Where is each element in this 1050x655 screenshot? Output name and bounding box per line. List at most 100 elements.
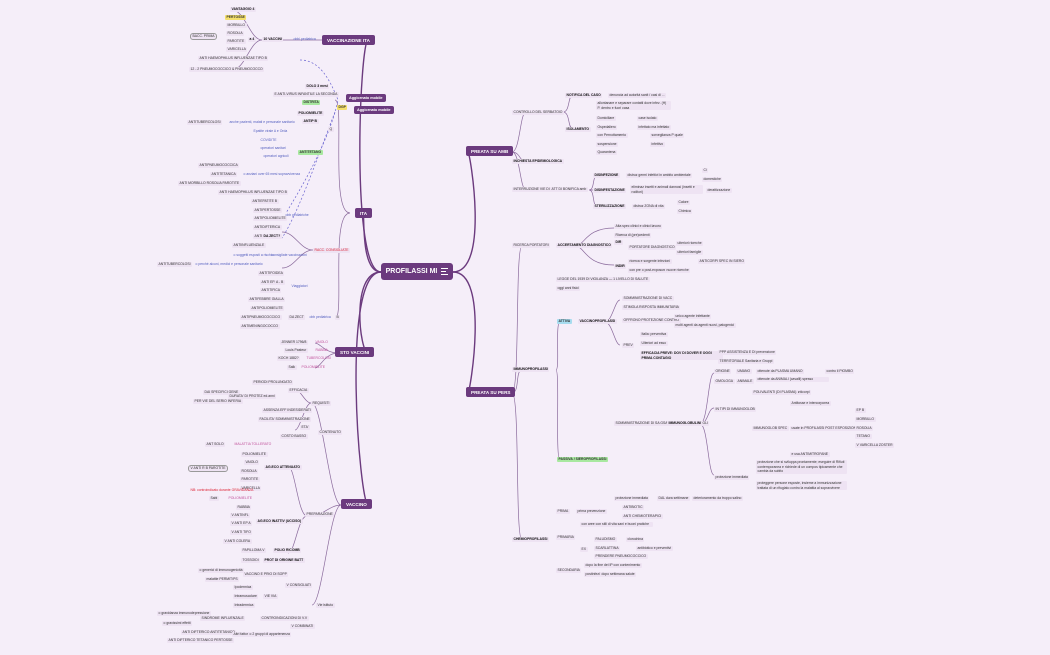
node-item[interactable]: PAROTITE (240, 477, 260, 482)
node-inchiesta[interactable]: INCHIESTA EPIDEMIOLOGICA (512, 159, 564, 164)
node-imm[interactable]: IMMUNOPROFILASSI (512, 367, 550, 372)
node-item[interactable]: VARICELLA (226, 47, 248, 52)
topic-vaccinazione-ita[interactable]: VACCINAZIONE ITA (322, 35, 375, 45)
node-item[interactable]: PAROTITE (226, 39, 246, 44)
node-item[interactable]: ANTICORPI SPEC IN SIERO (698, 259, 746, 264)
node-item[interactable]: Ospedaliero (596, 125, 618, 130)
node-item[interactable]: Intramuscolare (233, 594, 259, 599)
node-item[interactable]: protezione che si sviluppa prontamente; … (756, 460, 847, 474)
node-item[interactable]: MORBILLO (226, 23, 247, 28)
node-ex[interactable]: EX (580, 547, 588, 552)
node-poli[interactable]: POLIVALENTI (DI PLASMA) (752, 390, 798, 395)
node-ant[interactable]: ANT SOLO (205, 442, 226, 447)
node-notifica[interactable]: NOTIFICA DEL CASO (565, 93, 603, 98)
node-item[interactable]: allontanare e separare contatti dove inf… (596, 101, 671, 111)
node-interrupt-sub[interactable]: ATT DI BONIFICA amb (550, 187, 588, 192)
node-proto[interactable]: protezione immediata (714, 475, 750, 480)
node-item[interactable]: PRIMARIA (556, 535, 576, 540)
node-item[interactable]: con aree con stili di vita sani e buoni … (580, 522, 653, 527)
node-item[interactable]: ANTIPNEUMOCOCCICA (198, 163, 240, 168)
node-tag[interactable]: TUBERCOLOSI (306, 356, 331, 360)
node-item[interactable]: MORBILLO (855, 417, 876, 422)
node-item[interactable]: ulteriori ricerche (676, 241, 704, 246)
node-efficacia[interactable]: EFFICACIA PREVE: DOV DI DOVER E OGGI PRI… (640, 351, 723, 361)
node-item[interactable]: domestiche (702, 177, 723, 182)
node-item[interactable]: dopo settimana salute (600, 572, 637, 577)
node-attiva[interactable]: ATTIVA (557, 319, 572, 324)
node-item[interactable]: V VARICELLA ZOSTER (855, 443, 895, 448)
node-item[interactable]: ottenute da PLASMA UMANO (756, 369, 805, 374)
node-item[interactable]: operatori agricoli (263, 154, 289, 158)
node-item[interactable]: ROSOLIA (855, 426, 874, 431)
node-ucciso[interactable]: AG.ECO INATTIV (UCCISO) (256, 519, 303, 524)
node-item[interactable]: ANTI CHEMIOTERAPICI (622, 514, 663, 519)
node-item[interactable]: POLIOMIELITE (241, 452, 268, 457)
node-item[interactable]: ANTIEPATITE B (251, 199, 279, 204)
node-item[interactable]: VANTAGGIO 4 (230, 7, 256, 12)
node-item[interactable]: V ANTI TIFO (230, 530, 253, 535)
node-10-vaccini[interactable]: 10 VACCINI (262, 37, 284, 42)
node-item[interactable]: unico agente infettante (674, 314, 712, 319)
node-item[interactable]: ANTIPERTOSSE (253, 208, 283, 213)
node-a4[interactable]: a 4 (248, 37, 256, 42)
node-vivo[interactable]: AG.ECO ATTENUATO (264, 465, 302, 470)
node-item[interactable]: PALUDISMO (594, 537, 617, 542)
node-item[interactable]: PERIODI PROLUNGATO (252, 380, 294, 385)
node-item[interactable]: ANTIPOLIOMIELITE (253, 216, 288, 221)
node-req[interactable]: REQUISITI (311, 401, 331, 406)
node-tipo-imm[interactable]: IN TIPI DI IMMUNOGLOB (714, 407, 757, 412)
node-obb2[interactable]: obb pediatriche (285, 213, 309, 217)
node-item[interactable]: con pre o post-exposure (628, 268, 668, 273)
node-item[interactable]: molti agenti da agenti nuovi, patogenici (674, 323, 736, 328)
menu-icon[interactable] (441, 268, 449, 275)
node-bcg[interactable]: V ANTI R B PAROTITE (188, 465, 228, 472)
node-chemio[interactable]: CHEMIOPROFILASSI (512, 537, 549, 542)
node-item[interactable]: JENNER 1796/8 (280, 340, 308, 345)
node-item[interactable]: dopo la fine dei IP con contenimento (584, 563, 642, 568)
node-item[interactable]: ANTI HAEMOPHILUS INFLUENZAE TIPO B (198, 56, 269, 61)
node-origine[interactable]: ORIGINE (714, 369, 732, 374)
node-obb3[interactable]: DA ZECT (288, 315, 306, 320)
node-item[interactable]: OFFRONO PROTEZIONE CONTRO (622, 318, 681, 323)
node-bacc[interactable]: BACC. PRIMA (190, 33, 218, 40)
node-item[interactable]: Intradermica (233, 603, 255, 608)
node-item[interactable]: PRENDERE PNEUMOCOCCICO (594, 554, 648, 559)
node-item[interactable]: V ANTI EP A (230, 521, 253, 526)
node-efficacia[interactable]: EFFICACIA (288, 388, 309, 393)
node-item[interactable]: Louis Pasteur (284, 348, 308, 353)
node-item[interactable]: Ci (702, 168, 709, 173)
node-item[interactable]: oggi anni fisici (556, 286, 581, 291)
node-item[interactable]: infettato ma infettato (637, 125, 671, 130)
node-subunita[interactable]: POLIO RICOMB (273, 548, 302, 553)
node-item[interactable]: DURATA' DI PROTEZ ed.anni (228, 394, 277, 399)
node-item[interactable]: STIMOLA RISPOSTA IMMUNITARIA (622, 305, 681, 310)
node-item[interactable]: PER VIE DEL SERIO INFERIA (193, 399, 243, 404)
node-item[interactable]: contro il PIOMBO (825, 369, 855, 374)
node-item[interactable]: SECONDARIA (556, 568, 582, 573)
node-notifica-sub[interactable]: denuncia ad autorità sanit / casi di ... (608, 93, 667, 98)
node-cons2-sub[interactable]: malattie PERMIT/PS (205, 577, 240, 582)
node-item[interactable]: infettivo (650, 142, 665, 147)
node-item[interactable]: ROSOLIA (240, 469, 259, 474)
node-item[interactable]: Ricerca di (pre)cedenti (614, 233, 652, 238)
node-dgp[interactable]: B (335, 315, 341, 320)
node-eta[interactable]: Vie istituto (316, 603, 335, 608)
node-item[interactable]: sospensione (596, 142, 619, 147)
node-item[interactable]: COVIDITE (260, 138, 277, 142)
node-item[interactable]: PRIMA (556, 509, 570, 514)
node-item[interactable]: postinfezione (584, 572, 607, 577)
node-item[interactable]: nuove ricerche (665, 268, 691, 273)
node-item[interactable]: Chimica (677, 209, 693, 214)
node-antitetano[interactable]: ANTITETANO (298, 150, 323, 155)
node-disinf-side[interactable]: derattizzazione (706, 188, 732, 193)
node-item[interactable]: ANTIINFLUENZALE (232, 243, 266, 248)
node-item[interactable]: sorveglianza P quale (650, 133, 685, 138)
node-contenuto[interactable]: CONTENUTO (318, 430, 343, 435)
node-item[interactable]: ASSENZA EFF INDESIDERATI (262, 408, 313, 413)
node-item[interactable]: ROSOLIA (226, 31, 245, 36)
node-indir[interactable]: INDIR (614, 264, 627, 269)
node-item[interactable]: ANTIBIOTIC (622, 505, 645, 510)
node-obb[interactable]: obb/ pediatrica (293, 37, 316, 41)
node-combinati[interactable]: V COMBINATI (290, 624, 315, 629)
node-preparazione[interactable]: PREPARAZIONE (305, 512, 335, 517)
